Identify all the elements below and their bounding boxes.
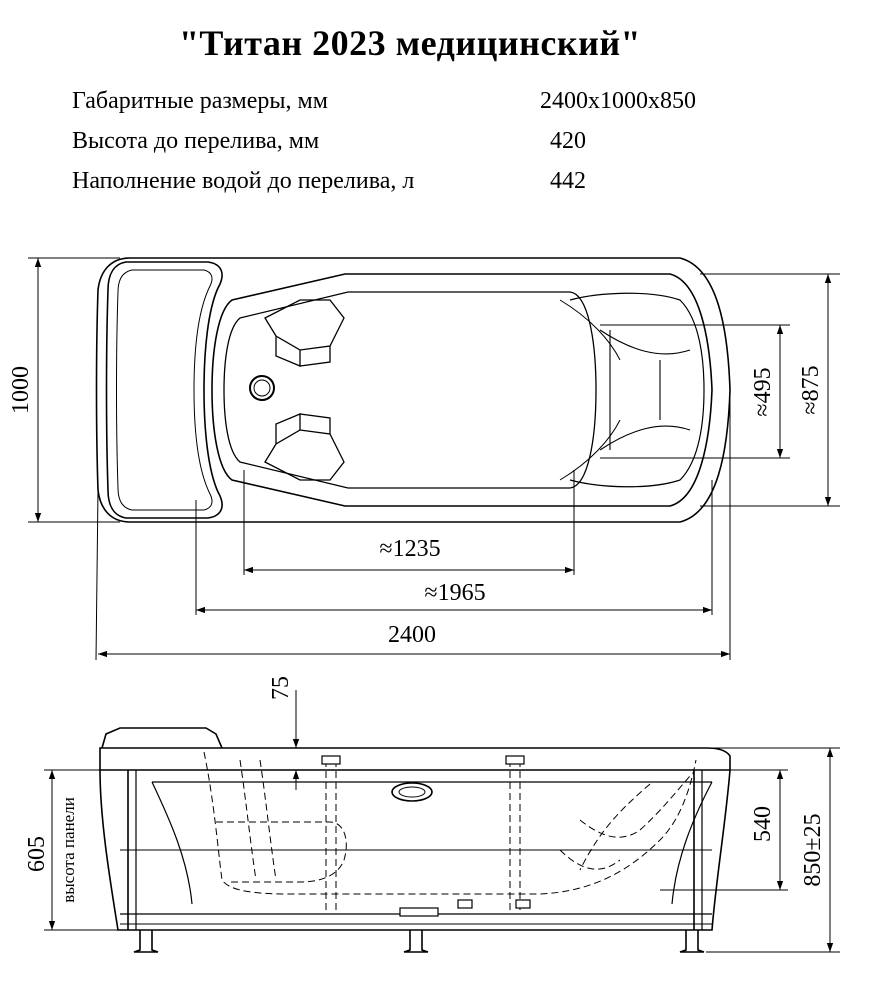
dim-bottom-width: ≈495 [750,367,776,416]
dim-rim-height: 75 [268,676,294,700]
armrest-lower [264,413,345,481]
dim-overall-length: 2400 [388,622,436,648]
dim-total-height: 850±25 [800,813,826,886]
dim-inner-width: ≈875 [798,365,824,414]
panel-height-label: высота панели [59,797,78,903]
spec-value: 420 [550,128,586,154]
dim-overall-width: 1000 [8,366,34,414]
headrest-shelf [105,261,223,519]
tub-rim [99,747,731,771]
spec-value: 2400x1000x850 [540,88,696,114]
spec-row-overflow-height: Высота до перелива, мм 420 [72,128,586,155]
tub-inner-rim [211,273,713,507]
support-leg-right [679,930,705,953]
drawing-title: "Титан 2023 медицинский" [178,23,642,63]
overflow-fitting [391,782,433,802]
spec-label: Наполнение водой до перелива, л [72,168,415,194]
tub-outer-outline [95,257,731,523]
drain-outlet [249,375,275,401]
spec-label: Высота до перелива, мм [72,128,320,154]
top-view [95,257,731,523]
side-view-dimensions [44,690,840,953]
dim-bottom-length: ≈1235 [379,536,440,562]
front-panel [99,769,731,931]
spec-label: Габаритные размеры, мм [72,88,328,114]
side-view [99,727,731,953]
spec-row-dimensions: Габаритные размеры, мм 2400x1000x850 [72,88,696,115]
spec-row-water-volume: Наполнение водой до перелива, л 442 [72,168,586,195]
dim-bath-depth: 540 [750,806,776,842]
top-view-dimensions [28,257,840,661]
hidden-bowl-lines [203,751,697,912]
tub-bottom-well [223,291,597,489]
headrest-block [101,727,223,749]
dim-panel-height: 605 [24,836,50,872]
hydromassage-nozzles [321,755,531,917]
armrest-upper [264,299,345,367]
dim-inner-length: ≈1965 [424,580,485,606]
support-leg-left [133,930,159,953]
spec-value: 442 [550,168,586,194]
support-leg-middle [403,930,429,953]
seat-contour [569,292,705,488]
